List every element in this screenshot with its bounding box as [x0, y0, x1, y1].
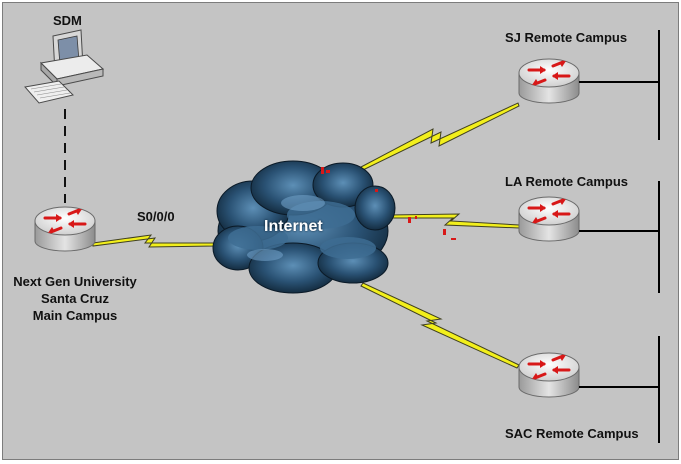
main-router-label-line: Santa Cruz	[41, 291, 109, 306]
sdm-label: SDM	[53, 13, 82, 28]
main-router-label-line: Main Campus	[32, 308, 118, 323]
main-router-label: Next Gen University Santa Cruz Main Camp…	[3, 273, 147, 324]
main-router-label-line: Next Gen University	[13, 274, 137, 289]
la-lan-segment	[579, 181, 660, 293]
serial-interface-label: S0/0/0	[137, 209, 175, 224]
serial-link-sj	[360, 102, 520, 171]
la-router-icon	[517, 195, 581, 243]
sj-campus-label: SJ Remote Campus	[505, 30, 628, 45]
internet-label: Internet	[264, 218, 323, 235]
diagram-canvas	[24, 29, 660, 443]
sac-lan-segment	[579, 336, 660, 443]
sdm-computer-icon	[24, 29, 105, 104]
serial-link-main	[92, 234, 216, 248]
internet-cloud-icon	[212, 160, 456, 294]
main-router-icon	[33, 205, 97, 253]
la-campus-label: LA Remote Campus	[505, 174, 629, 189]
serial-link-sac	[360, 282, 520, 369]
serial-link-la	[387, 213, 520, 229]
sac-campus-label: SAC Remote Campus	[505, 426, 639, 441]
sj-lan-segment	[579, 30, 660, 140]
sac-router-icon	[517, 351, 581, 399]
sj-router-icon	[517, 57, 581, 105]
